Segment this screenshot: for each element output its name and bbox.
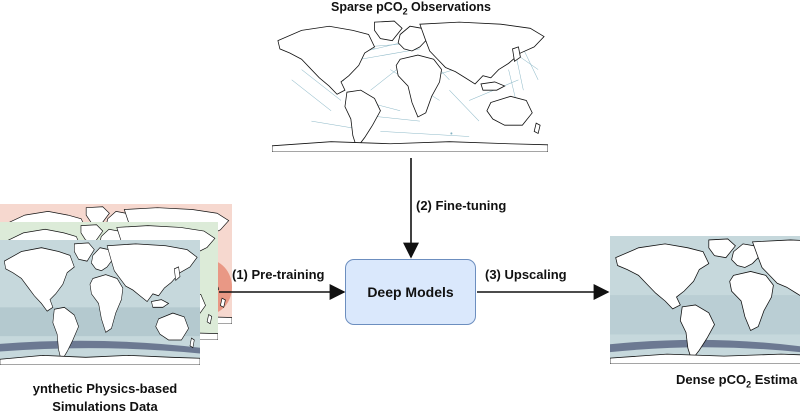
- title-text-suffix: Observations: [407, 0, 491, 14]
- dense-caption-subscript: 2: [746, 379, 752, 390]
- title-text: Sparse pCO: [331, 0, 403, 14]
- title-subscript: 2: [402, 6, 408, 17]
- step1-label: (1) Pre-training: [232, 267, 325, 282]
- world-map-observation-tracks-icon: [272, 18, 548, 152]
- dense-caption-text: Dense pCO: [676, 372, 747, 387]
- world-map-dense-estimates-icon: [610, 236, 800, 364]
- deep-models-box: Deep Models: [345, 259, 476, 325]
- dense-caption-suffix: Estima: [751, 372, 798, 387]
- dense-estimates-caption: Dense pCO2 Estima: [676, 372, 797, 390]
- simulation-caption-line1: ynthetic Physics-based: [32, 381, 178, 396]
- dense-estimates-map: [610, 236, 800, 364]
- sparse-observations-title: Sparse pCO2 Observations: [331, 0, 491, 17]
- sparse-observations-map: [272, 18, 548, 152]
- step2-label: (2) Fine-tuning: [416, 198, 507, 213]
- simulation-map-front: [0, 240, 200, 365]
- simulation-caption: ynthetic Physics-based Simulations Data: [0, 380, 212, 416]
- simulation-caption-line2: Simulations Data: [52, 399, 158, 414]
- step3-label: (3) Upscaling: [485, 267, 567, 282]
- deep-models-label: Deep Models: [367, 284, 454, 300]
- simulation-map-front-icon: [0, 240, 200, 365]
